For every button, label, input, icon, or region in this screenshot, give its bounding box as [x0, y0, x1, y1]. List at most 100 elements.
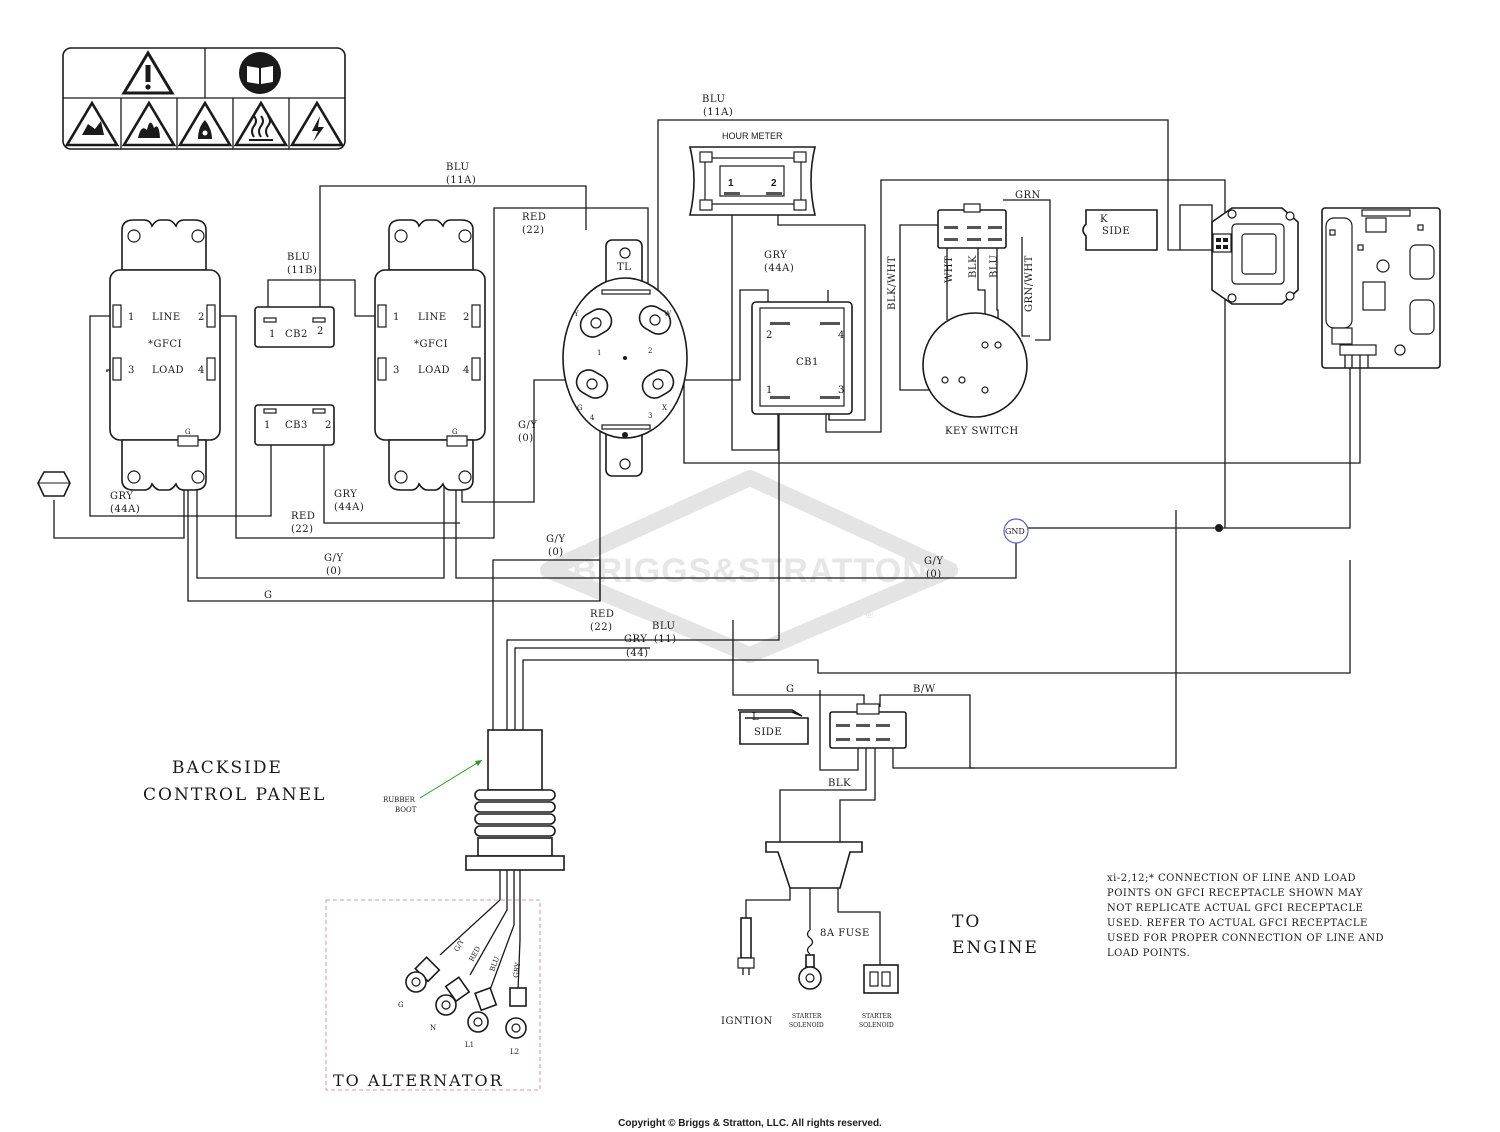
wire-label: RED: [522, 212, 546, 223]
terminal-number: 2: [325, 420, 332, 431]
flame-hazard-icon: [177, 100, 233, 147]
wire-label: B/W: [913, 684, 936, 695]
electric-shock-icon: [289, 100, 345, 147]
wire-label: GRY: [764, 250, 787, 261]
wire-label: (11B): [287, 265, 317, 276]
wire-label: GRY: [110, 491, 133, 502]
tl-label: TL: [617, 262, 631, 273]
rubber-boot-label: BOOT: [395, 806, 417, 814]
l-side-connector: L SIDE: [738, 709, 809, 745]
to-alternator-label: TO ALTERNATOR: [333, 1071, 504, 1090]
starter-solenoid-label: STARTER: [862, 1013, 892, 1020]
wire-label: BLK/WHT: [887, 256, 898, 310]
wire-label: GRY: [512, 962, 522, 979]
terminal-number: 3: [838, 385, 845, 396]
terminal-number: 1: [597, 349, 601, 357]
wire-label: (11A): [703, 107, 733, 118]
terminal-number: 3: [128, 365, 135, 376]
wire-label: RED: [468, 945, 483, 963]
gfci-line-label: LINE: [152, 312, 181, 323]
terminal-number: 4: [590, 414, 595, 422]
gfci-load-label: LOAD: [152, 365, 184, 376]
note-line: LOAD POINTS.: [1107, 948, 1190, 959]
wire-label: BLU: [702, 94, 725, 105]
gfci-line-label: LINE: [418, 312, 447, 323]
wire-label: G/Y: [546, 534, 565, 545]
wire-label: (0): [548, 547, 564, 558]
wire-label: (44): [626, 648, 649, 659]
ground-stud: [37, 471, 71, 497]
wire-label: (0): [518, 433, 534, 444]
wire-label: G/Y: [453, 938, 466, 953]
wire-label: (44A): [764, 263, 794, 274]
wire-label: BLK: [828, 778, 851, 789]
wire-label: GRY: [624, 634, 647, 645]
backside-label: BACKSIDE: [172, 758, 283, 778]
terminal-number: 2: [198, 312, 205, 323]
terminal-number: 3: [393, 365, 400, 376]
alt-lead-l2: L2: [510, 1048, 519, 1056]
wire-label: (11): [654, 634, 677, 645]
wire-label: (0): [926, 569, 942, 580]
wire-label: G/Y: [924, 556, 943, 567]
k-side-connector: K SIDE: [1082, 209, 1158, 251]
idle-module: [1179, 204, 1299, 305]
starter-solenoid-label: SOLENOID: [859, 1022, 894, 1029]
wire-traces: [53, 119, 1361, 965]
wire-label: (44A): [334, 502, 364, 513]
terminal-number: 4: [198, 365, 205, 376]
k-side-label: K: [1100, 214, 1108, 225]
terminal-number: 4: [463, 365, 470, 376]
note-line: POINTS ON GFCI RECEPTACLE SHOWN MAY: [1107, 888, 1363, 899]
copyright-footer: Copyright © Briggs & Stratton, LLC. All …: [618, 1118, 882, 1129]
key-switch: KEY SWITCH: [922, 203, 1028, 437]
wire-label: (0): [326, 566, 342, 577]
wire-label: GRN: [1015, 190, 1041, 201]
wire-labels: BLU (11A) BLU (11A) BLU (11B) RED (22) G…: [110, 94, 1041, 789]
gfci-receptacle-right: 1 2 3 4 LINE *GFCI LOAD G: [374, 219, 486, 491]
wire-label: G/Y: [324, 553, 343, 564]
fire-hazard-icon: [121, 100, 177, 147]
l-side-label: SIDE: [754, 727, 782, 738]
ground-tab-label: G: [452, 428, 458, 436]
pin-label-y: Y: [573, 310, 579, 318]
l-side-label: L: [752, 712, 759, 723]
pin-label-w: W: [664, 310, 672, 318]
wire-label: WHT: [944, 256, 955, 283]
cb2-label: CB2: [285, 329, 308, 340]
wire-label: BLU: [989, 255, 1000, 278]
wire-label: BLU: [652, 621, 675, 632]
gfci-receptacle-left: 1 2 3 4 LINE *GFCI LOAD G: [109, 219, 221, 491]
terminal-number: 2: [463, 312, 470, 323]
wire-label: G/Y: [518, 420, 537, 431]
to-engine-label: ENGINE: [952, 938, 1039, 958]
warning-triangle-icon: [121, 50, 175, 95]
terminal-number: 1: [766, 385, 773, 396]
hour-meter-title: HOUR METER: [722, 131, 783, 141]
wire-label: (11A): [446, 175, 476, 186]
wire-label: (22): [291, 524, 314, 535]
circuit-breaker-cb2: 1 CB2 2: [254, 306, 335, 348]
k-side-label: SIDE: [1102, 226, 1130, 237]
terminal-number: 3: [648, 412, 652, 420]
note-line: xi-2,12;* CONNECTION OF LINE AND LOAD: [1107, 873, 1356, 884]
read-manual-icon: [239, 52, 281, 94]
wire-label: GRY: [334, 489, 357, 500]
engine-harness-connector: [829, 703, 907, 749]
wire-label: BLU: [446, 162, 469, 173]
note-line: USED FOR PROPER CONNECTION OF LINE AND: [1107, 933, 1384, 944]
wire-label: (44A): [110, 504, 140, 515]
ground-tab-label: G: [185, 428, 191, 436]
gnd-terminal: GND: [1003, 518, 1029, 544]
cb3-label: CB3: [285, 420, 308, 431]
control-panel-label: CONTROL PANEL: [143, 785, 326, 805]
gfci-load-label: LOAD: [418, 365, 450, 376]
alt-lead-l1: L1: [465, 1041, 474, 1049]
wire-label: RED: [291, 511, 315, 522]
control-circuit-board: [1321, 207, 1441, 369]
explosion-hazard-icon: [64, 100, 120, 147]
to-engine-label: TO: [952, 912, 981, 932]
ignition-label: IGNTION: [721, 1016, 773, 1027]
terminal-number: 2: [771, 178, 777, 189]
wire-label: GRN/WHT: [1024, 255, 1035, 312]
